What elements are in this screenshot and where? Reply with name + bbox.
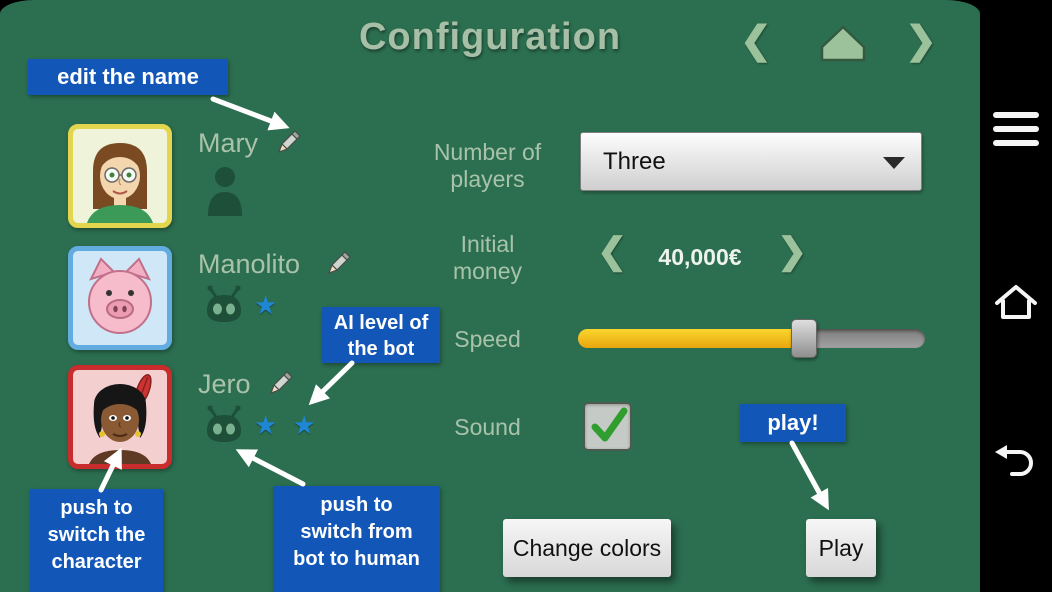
speed-slider-handle[interactable] bbox=[790, 319, 817, 358]
callout-ai-level: AI level of the bot bbox=[322, 307, 440, 363]
callout-play: play! bbox=[740, 404, 846, 442]
ai-level-manolito[interactable]: ★ bbox=[254, 290, 282, 320]
game-config-screen: Configuration ❮ ❯ Mary bbox=[0, 0, 980, 592]
number-of-players-value: Three bbox=[603, 148, 666, 175]
player-type-manolito-button[interactable] bbox=[200, 284, 248, 333]
initial-money-label: Initial money bbox=[452, 231, 523, 285]
number-of-players-select[interactable]: Three bbox=[580, 132, 922, 191]
caret-down-icon bbox=[883, 157, 905, 169]
money-decrease-button[interactable]: ❮ bbox=[597, 230, 628, 271]
ai-level-jero[interactable]: ★ ★ bbox=[254, 410, 320, 440]
avatar-jero-button[interactable] bbox=[68, 365, 172, 469]
speed-label: Speed bbox=[454, 326, 521, 352]
number-of-players-label: Number of players bbox=[433, 139, 542, 193]
player-name-mary: Mary bbox=[198, 128, 258, 158]
callout-switch-bot: push to switch from bot to human bbox=[273, 486, 440, 592]
edit-name-manolito-button[interactable] bbox=[320, 243, 352, 275]
jero-avatar-image bbox=[89, 374, 152, 464]
edit-name-jero-button[interactable] bbox=[262, 363, 294, 395]
avatar-manolito-button[interactable] bbox=[68, 246, 172, 350]
android-home-button[interactable] bbox=[993, 283, 1039, 328]
money-increase-button[interactable]: ❯ bbox=[777, 230, 808, 271]
callout-switch-character: push to switch the character bbox=[30, 489, 163, 592]
robot-icon bbox=[207, 405, 241, 442]
robot-icon bbox=[207, 285, 241, 322]
speed-slider-fill bbox=[578, 329, 804, 348]
android-back-button[interactable] bbox=[993, 438, 1039, 487]
player-name-jero: Jero bbox=[198, 369, 251, 399]
avatar-mary-button[interactable] bbox=[68, 124, 172, 228]
check-icon bbox=[591, 407, 628, 442]
sound-label: Sound bbox=[454, 414, 521, 440]
page-title: Configuration bbox=[358, 16, 622, 58]
player-type-mary-button[interactable] bbox=[206, 166, 244, 221]
money-value: 40,000€ bbox=[658, 244, 742, 270]
prev-screen-button[interactable]: ❮ bbox=[740, 20, 772, 62]
speed-slider[interactable] bbox=[578, 319, 925, 358]
next-screen-button[interactable]: ❯ bbox=[905, 20, 937, 62]
pencil-icon bbox=[327, 251, 351, 275]
change-colors-button[interactable]: Change colors bbox=[503, 519, 671, 577]
home-button[interactable] bbox=[815, 20, 871, 64]
callout-edit-the-name: edit the name bbox=[28, 59, 228, 95]
android-home-icon bbox=[995, 285, 1037, 319]
player-type-jero-button[interactable] bbox=[200, 404, 248, 453]
home-icon bbox=[820, 25, 866, 62]
manolito-avatar-image bbox=[88, 257, 152, 334]
pencil-icon bbox=[277, 130, 301, 154]
pencil-icon bbox=[269, 371, 293, 395]
android-nav-bar bbox=[980, 0, 1052, 592]
edit-name-mary-button[interactable] bbox=[270, 122, 302, 154]
player-name-manolito: Manolito bbox=[198, 249, 301, 279]
android-back-icon bbox=[995, 445, 1033, 476]
sound-checkbox[interactable] bbox=[583, 402, 632, 451]
play-button[interactable]: Play bbox=[806, 519, 876, 577]
menu-button[interactable] bbox=[993, 112, 1039, 154]
person-icon bbox=[208, 167, 242, 216]
mary-avatar-image bbox=[87, 143, 153, 223]
